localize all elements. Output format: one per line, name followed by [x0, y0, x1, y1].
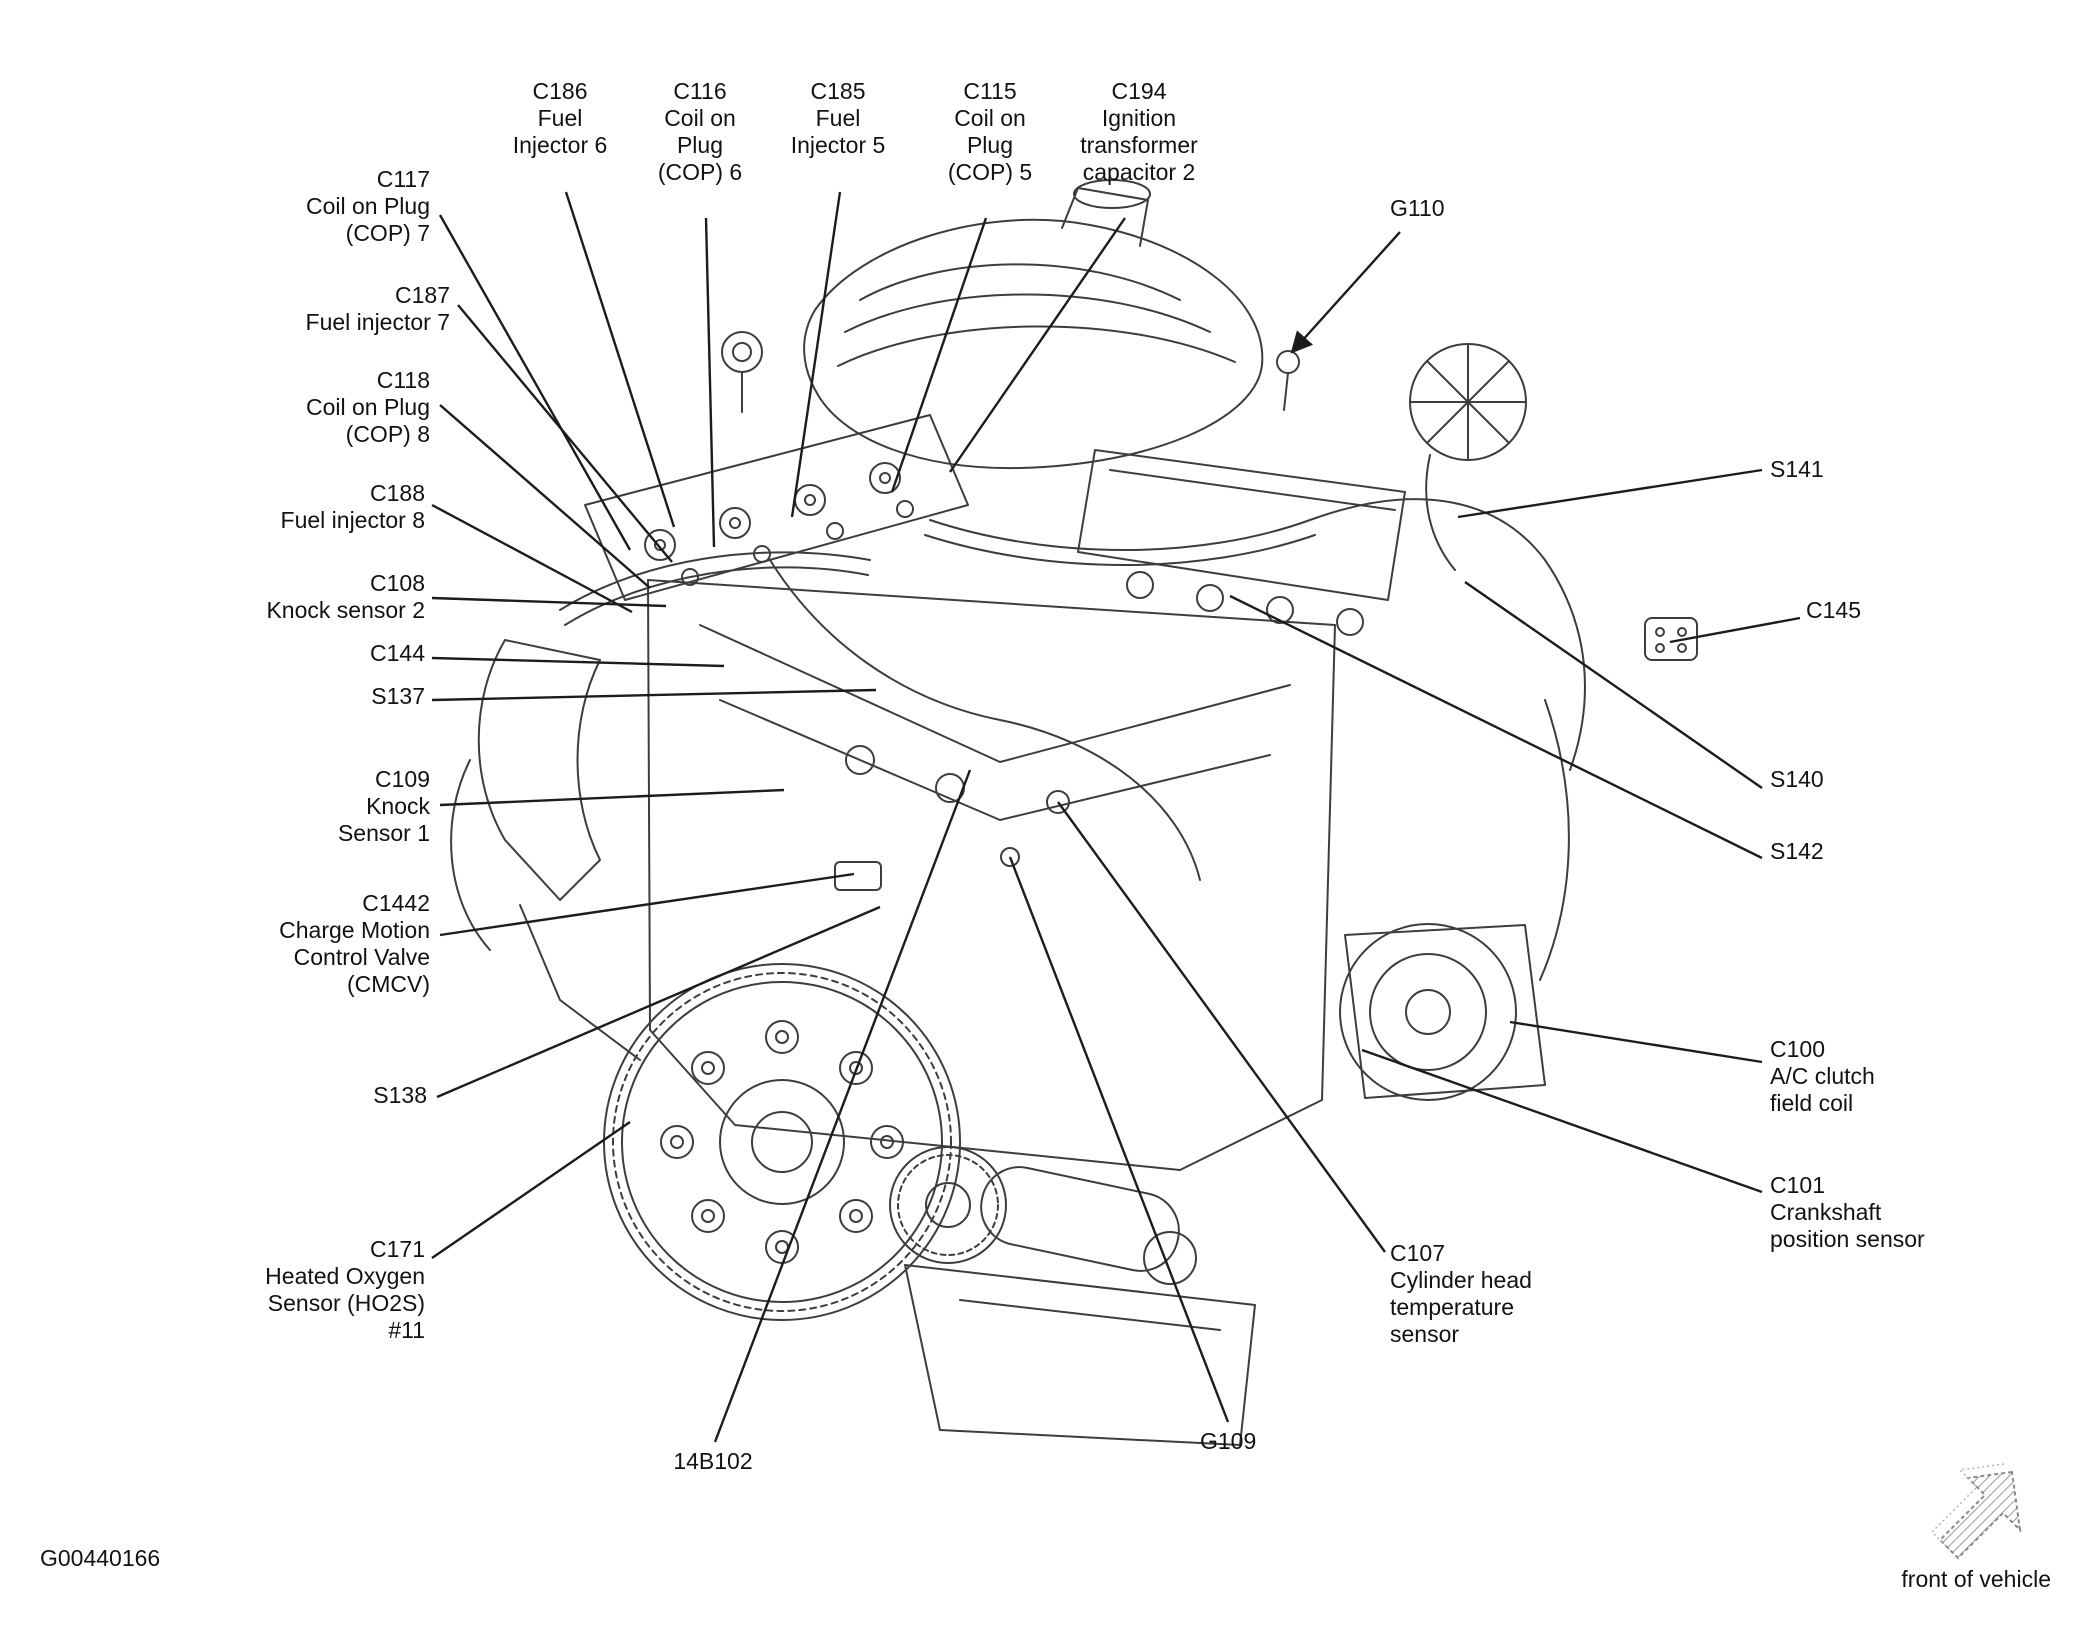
- leader-c107: [1057, 801, 1386, 1253]
- crank-pulley: [889, 1146, 1007, 1264]
- flywheel: [603, 963, 961, 1321]
- callout-g109: G109: [1200, 1428, 1257, 1454]
- leader-14b102: [713, 769, 972, 1443]
- leader-s138: [436, 905, 881, 1099]
- leader-c109: [439, 788, 785, 807]
- callout-c185: C185 Fuel Injector 5: [790, 78, 886, 159]
- callout-c187: C187 Fuel injector 7: [305, 282, 450, 336]
- leader-c118: [439, 404, 651, 589]
- leader-c187: [457, 304, 673, 563]
- callout-c171: C171 Heated Oxygen Sensor (HO2S) #11: [265, 1236, 425, 1344]
- leader-c194: [949, 217, 1126, 473]
- leader-c188: [431, 503, 633, 614]
- ground-stud: [1276, 350, 1300, 411]
- leader-c115: [890, 217, 988, 493]
- callout-c145: C145: [1806, 597, 1861, 623]
- callout-c117: C117 Coil on Plug (COP) 7: [305, 166, 430, 247]
- callout-c101: C101 Crankshaft position sensor: [1770, 1172, 1925, 1253]
- leader-g110: [1290, 231, 1401, 354]
- leader-s137: [431, 688, 877, 702]
- leader-c116: [704, 217, 716, 548]
- leader-c145: [1669, 616, 1801, 644]
- front-of-vehicle-label: front of vehicle: [1901, 1566, 2051, 1592]
- callout-s137: S137: [371, 683, 425, 709]
- leader-lines: [431, 191, 1801, 1443]
- leader-c1442: [439, 872, 855, 937]
- callout-s141: S141: [1770, 456, 1824, 482]
- leader-s141: [1457, 468, 1763, 519]
- leader-c144: [431, 656, 725, 668]
- callout-g110: G110: [1390, 195, 1445, 221]
- callout-c116: C116 Coil on Plug (COP) 6: [657, 78, 743, 186]
- callout-c144: C144: [370, 640, 425, 666]
- callout-c188: C188 Fuel injector 8: [280, 480, 425, 534]
- front-arrow-icon: [1930, 1463, 2022, 1560]
- callout-c1442: C1442 Charge Motion Control Valve (CMCV): [279, 890, 430, 998]
- lifting-eye: [721, 331, 763, 413]
- leader-c108: [431, 596, 667, 608]
- leader-c101: [1361, 1048, 1763, 1194]
- right-valve-cover: [1077, 449, 1406, 636]
- ac-compressor: [1339, 923, 1546, 1101]
- engine-block: [647, 579, 1336, 1171]
- left-valve-cover: [584, 414, 969, 601]
- callout-c100: C100 A/C clutch field coil: [1770, 1036, 1875, 1117]
- callout-s142: S142: [1770, 838, 1824, 864]
- callout-c107: C107 Cylinder head temperature sensor: [1390, 1240, 1532, 1348]
- leader-c185: [790, 191, 842, 518]
- leader-s142: [1229, 594, 1763, 860]
- leader-g109: [1008, 856, 1230, 1423]
- callout-s140: S140: [1770, 766, 1824, 792]
- callout-14b102: 14B102: [673, 1448, 753, 1474]
- callout-c194: C194 Ignition transformer capacitor 2: [1080, 78, 1198, 186]
- figure-id: G00440166: [40, 1545, 161, 1571]
- callout-c118: C118 Coil on Plug (COP) 8: [305, 367, 430, 448]
- harness-connector: [1644, 617, 1698, 661]
- callout-s138: S138: [373, 1082, 427, 1108]
- engine-illustration: [450, 179, 1698, 1446]
- leader-c186: [564, 191, 676, 528]
- leader-c117: [438, 214, 632, 551]
- callout-c109: C109 Knock Sensor 1: [337, 766, 430, 847]
- callout-c115: C115 Coil on Plug (COP) 5: [947, 78, 1033, 186]
- callout-c186: C186 Fuel Injector 6: [512, 78, 608, 159]
- leader-s140: [1464, 581, 1763, 789]
- alternator: [1409, 343, 1527, 571]
- leader-c100: [1509, 1020, 1763, 1064]
- oil-pan: [904, 1264, 1256, 1446]
- exhaust-manifold: [477, 639, 641, 1061]
- intake-manifold: [803, 179, 1264, 470]
- starter-motor: [980, 1166, 1197, 1285]
- callout-c108: C108 Knock sensor 2: [266, 570, 425, 624]
- leader-c171: [431, 1121, 631, 1259]
